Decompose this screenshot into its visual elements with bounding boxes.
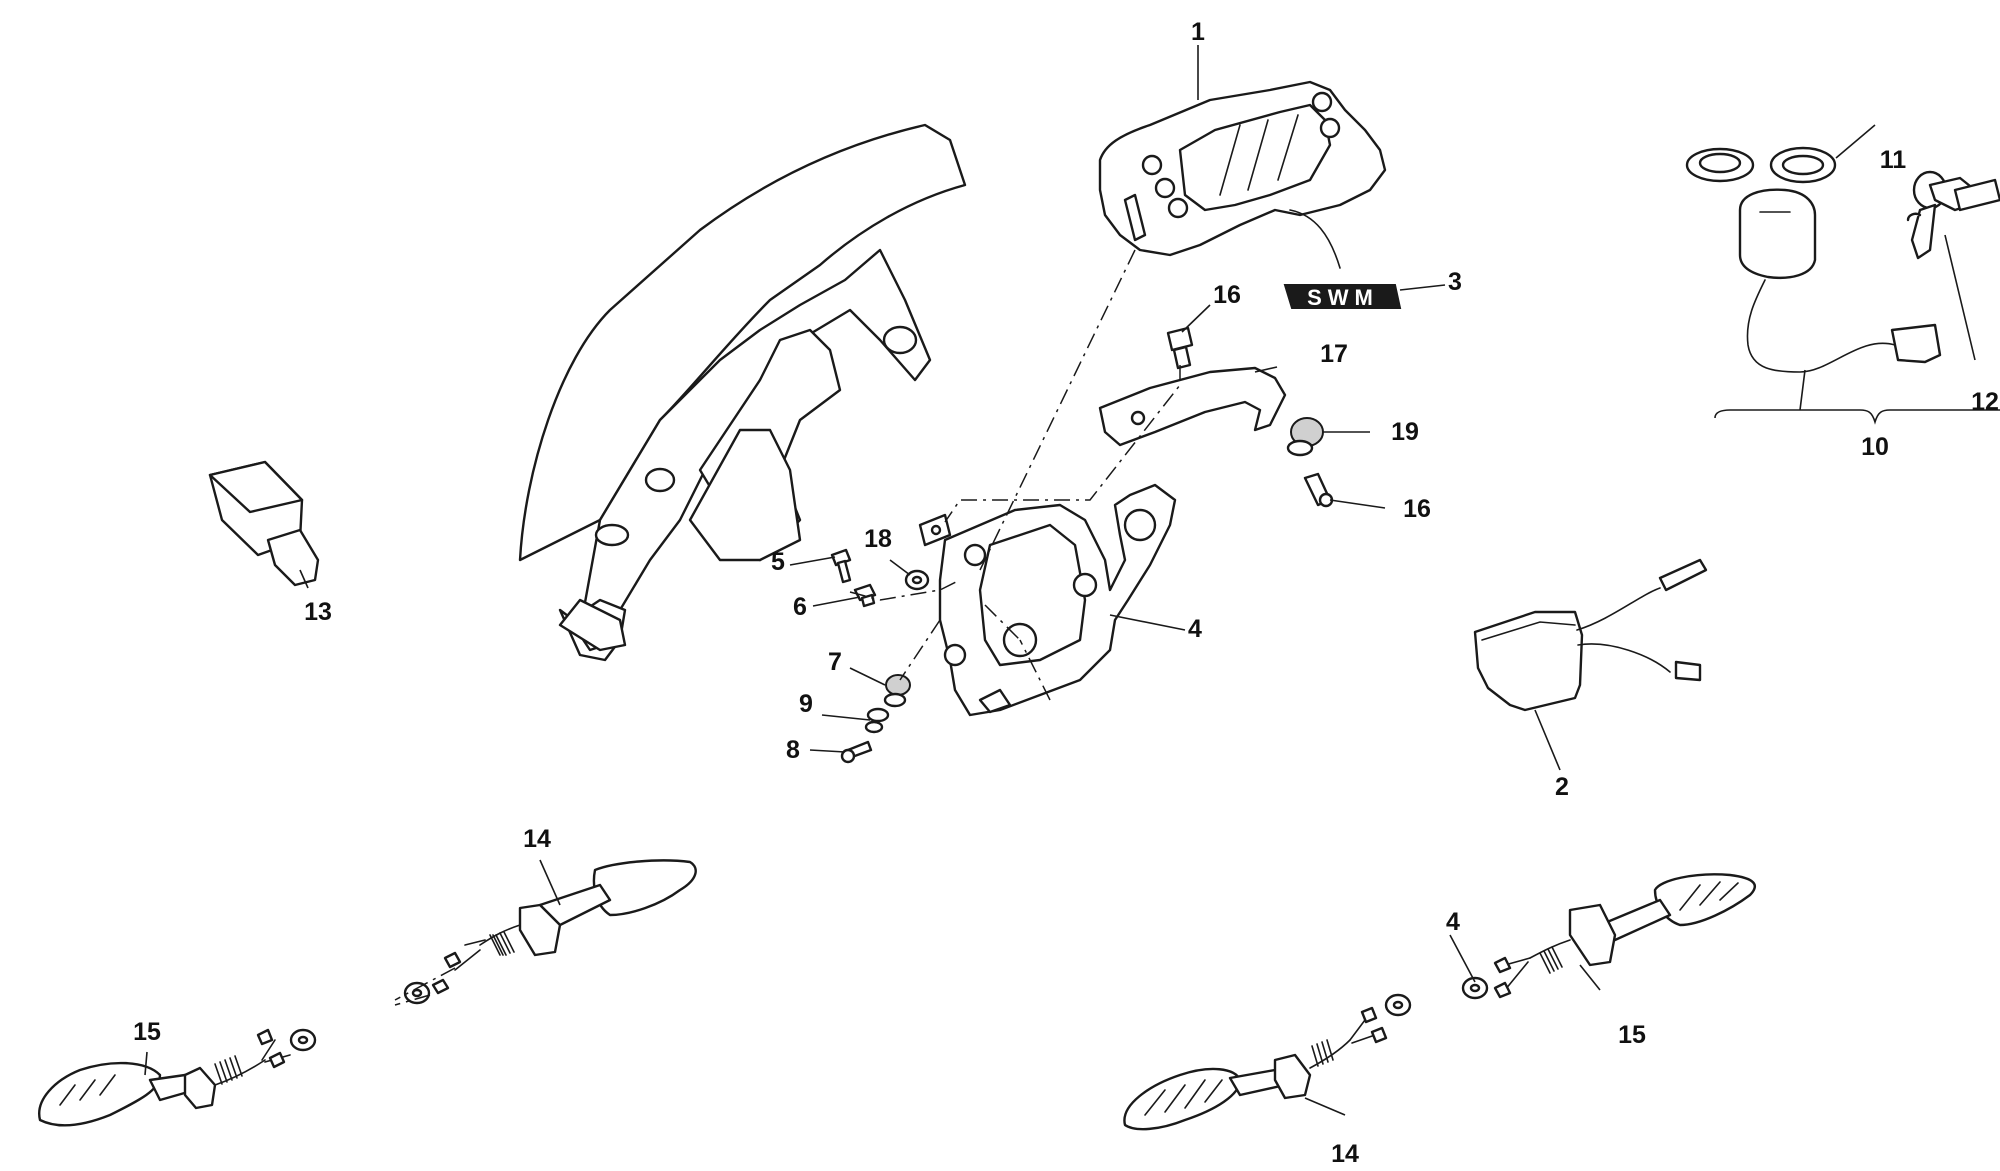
callout-9: 9 <box>799 690 813 718</box>
callouts: 1 2 3 4 4 5 6 7 8 9 10 11 12 13 14 14 15… <box>133 18 1999 1168</box>
bolt-lower <box>1303 472 1334 508</box>
leader-lines <box>144 45 1976 1116</box>
callout-17: 17 <box>1320 340 1348 368</box>
callout-7: 7 <box>828 648 842 676</box>
screw-8 <box>840 740 873 764</box>
turn-signal-front-right <box>1493 873 1756 999</box>
callout-10: 10 <box>1861 433 1889 461</box>
callout-5: 5 <box>771 548 785 576</box>
callout-14-right: 14 <box>1331 1140 1359 1166</box>
callout-16-lower: 16 <box>1403 495 1431 523</box>
assembly-lines <box>394 249 1181 1006</box>
spacer-9 <box>864 707 890 734</box>
turn-signal-rear-right <box>1123 1006 1388 1131</box>
screw-5 <box>830 548 852 584</box>
mounting-bracket <box>918 483 1177 717</box>
regulator <box>1473 558 1708 712</box>
callout-16-upper: 16 <box>1213 281 1241 309</box>
callout-12: 12 <box>1971 388 1999 416</box>
relay <box>208 460 320 587</box>
brace-10 <box>1714 409 2000 425</box>
callout-4-bracket: 4 <box>1188 615 1202 643</box>
callout-14-left: 14 <box>523 825 551 853</box>
callout-15-right: 15 <box>1618 1021 1646 1049</box>
callout-2: 2 <box>1555 773 1569 801</box>
rubber-grommet <box>1286 417 1324 457</box>
bracket <box>1098 366 1287 447</box>
bolt-upper <box>1166 326 1194 370</box>
brand-decal: SWM <box>1283 284 1402 310</box>
callout-11: 11 <box>1880 146 1907 174</box>
callout-3: 3 <box>1448 268 1462 296</box>
keys <box>1906 170 2000 260</box>
turn-signal-rear-left <box>38 1028 291 1127</box>
callout-1: 1 <box>1191 18 1205 46</box>
instrument-cluster <box>1098 80 1387 269</box>
callout-18: 18 <box>864 525 892 553</box>
ignition-switch <box>1685 147 1942 373</box>
brand-decal-text: SWM <box>1307 285 1379 310</box>
callout-6: 6 <box>793 593 807 621</box>
turn-signal-front-left <box>431 859 697 995</box>
callout-19: 19 <box>1391 418 1419 446</box>
callout-15-left: 15 <box>133 1018 161 1046</box>
headlight-fairing <box>518 123 967 662</box>
grommet-7 <box>883 674 911 708</box>
spacer-6 <box>853 583 877 608</box>
callout-8: 8 <box>786 736 800 764</box>
lock-ring <box>1769 146 1837 184</box>
callout-13: 13 <box>304 598 332 626</box>
nut-rear-left <box>289 1028 317 1052</box>
nut-rear-right <box>1384 993 1412 1017</box>
nut-18 <box>904 569 930 591</box>
nut-front-left <box>403 981 431 1005</box>
nut-front-right <box>1461 976 1489 1000</box>
callout-4-nut: 4 <box>1446 908 1460 936</box>
